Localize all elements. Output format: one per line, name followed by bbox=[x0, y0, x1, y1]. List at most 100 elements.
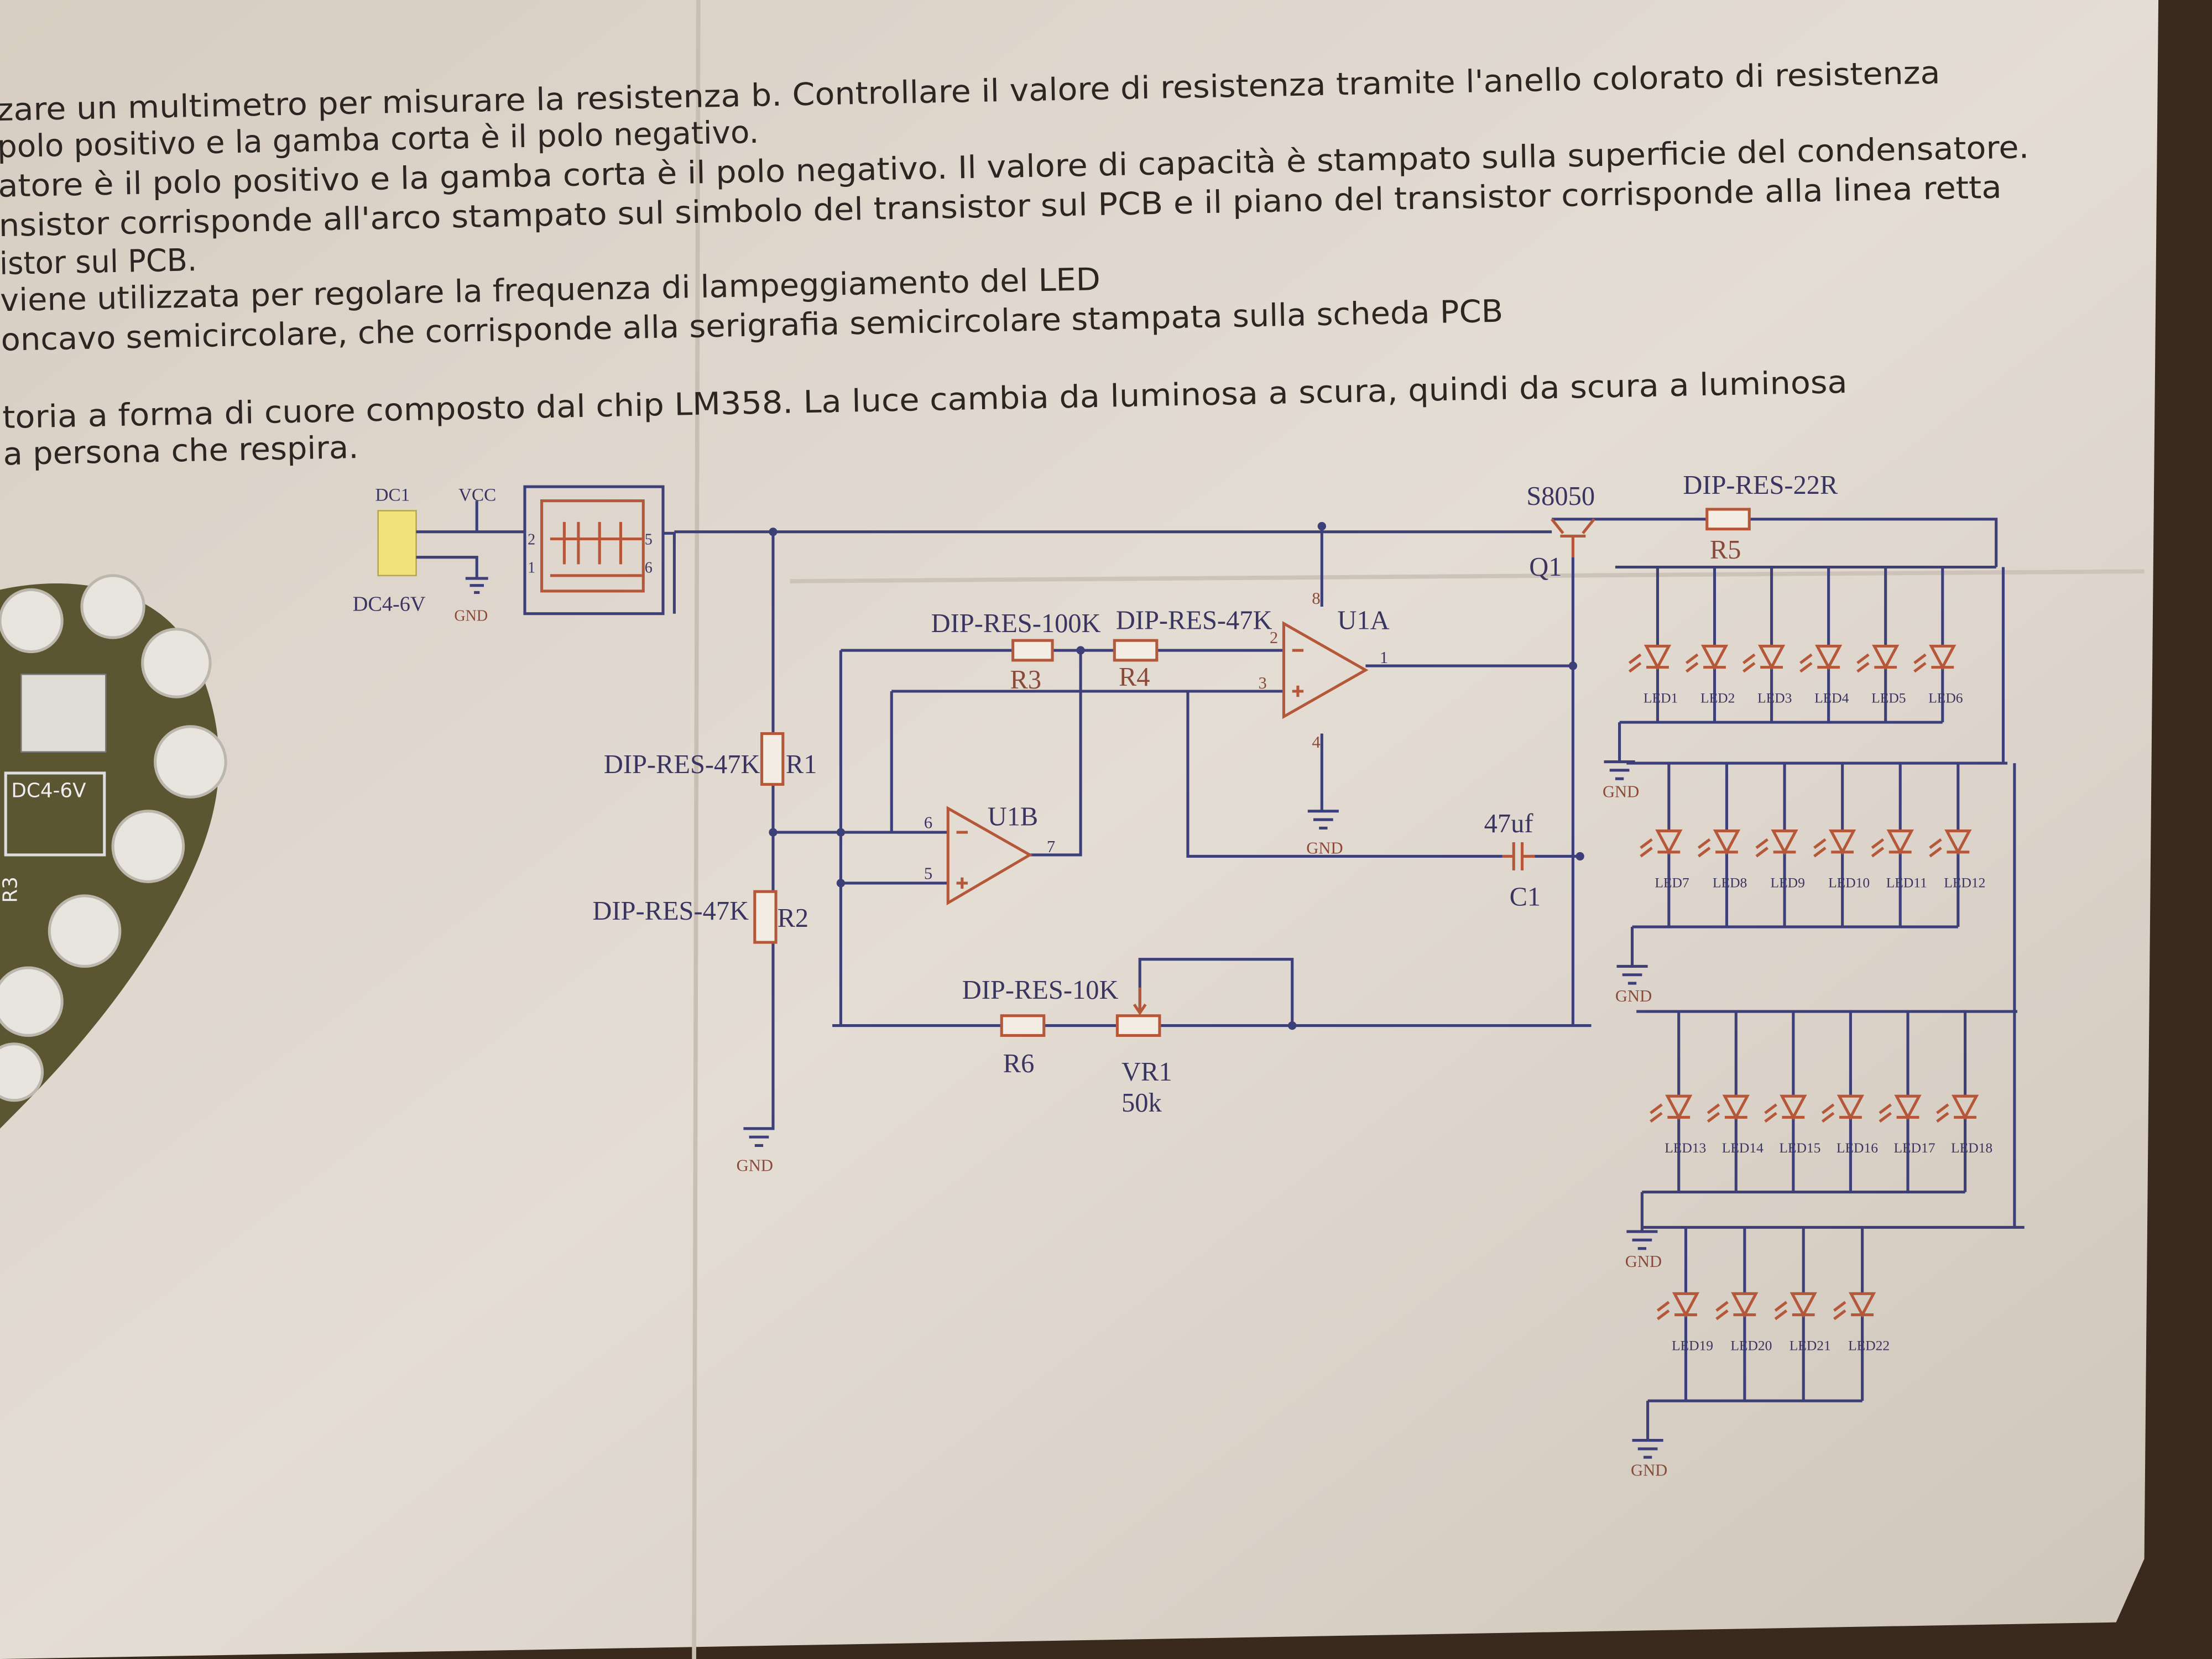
led-icon: LED9 bbox=[1755, 763, 1805, 927]
opamp-u1b-icon bbox=[946, 806, 1033, 906]
ground-icon bbox=[1632, 1439, 1663, 1459]
led-label: LED7 bbox=[1655, 875, 1689, 891]
led-label: LED15 bbox=[1779, 1140, 1820, 1156]
resistor-r3-icon bbox=[1011, 639, 1054, 662]
led-label: LED8 bbox=[1713, 875, 1747, 891]
led-icon: LED14 bbox=[1707, 1011, 1764, 1192]
fold-line-vertical bbox=[692, 0, 701, 1659]
pin-label: 6 bbox=[924, 813, 932, 832]
dc1-label: DC1 bbox=[375, 485, 410, 505]
pin-label: 1 bbox=[1380, 648, 1388, 667]
gnd-label: GND bbox=[454, 607, 488, 624]
pin-label: 7 bbox=[1047, 837, 1055, 856]
led-icon: LED4 bbox=[1799, 567, 1849, 723]
resistor-r5-icon bbox=[1705, 508, 1751, 531]
led-label: LED18 bbox=[1951, 1140, 1992, 1156]
led-icon: LED6 bbox=[1913, 567, 1963, 723]
led-icon: LED5 bbox=[1856, 567, 1906, 723]
transistor-q1-icon bbox=[1551, 518, 1595, 557]
gnd-label: GND bbox=[737, 1156, 773, 1175]
led-label: LED17 bbox=[1893, 1140, 1935, 1156]
gnd-label: GND bbox=[1306, 838, 1343, 857]
led-rail bbox=[1636, 1010, 2017, 1232]
led-icon: LED7 bbox=[1640, 763, 1689, 927]
gnd-label: GND bbox=[1615, 987, 1652, 1005]
led-label: LED16 bbox=[1837, 1140, 1878, 1156]
r4-label: R4 bbox=[1119, 662, 1150, 692]
pcb-silkscreen-label: DC4-6V bbox=[11, 779, 86, 802]
pin-label: 5 bbox=[645, 531, 653, 549]
led-label: LED12 bbox=[1944, 875, 1985, 891]
resistor-r4-icon bbox=[1113, 639, 1159, 662]
vr1-label: VR1 bbox=[1121, 1057, 1172, 1087]
led-icon: LED17 bbox=[1879, 1011, 1936, 1192]
led-label: LED10 bbox=[1828, 875, 1870, 891]
led-label: LED20 bbox=[1730, 1337, 1772, 1353]
led-icon: LED19 bbox=[1656, 1227, 1713, 1401]
r5-type-label: DIP-RES-22R bbox=[1683, 471, 1838, 500]
pin-label: 4 bbox=[1312, 733, 1320, 752]
led-label: LED5 bbox=[1871, 690, 1906, 706]
led-icon: LED20 bbox=[1715, 1227, 1772, 1401]
gnd-label: GND bbox=[1625, 1252, 1662, 1271]
led-label: LED9 bbox=[1771, 875, 1805, 891]
r1-label: R1 bbox=[786, 750, 817, 779]
q1-label: Q1 bbox=[1529, 552, 1562, 582]
led-label: LED6 bbox=[1928, 690, 1963, 706]
led-label: LED13 bbox=[1665, 1140, 1706, 1156]
r6-type-label: DIP-RES-10K bbox=[962, 975, 1119, 1005]
gnd-label: GND bbox=[1603, 782, 1639, 801]
led-icon: LED12 bbox=[1929, 763, 1985, 927]
c1-value-label: 47uf bbox=[1484, 809, 1534, 838]
u1a-label: U1A bbox=[1337, 606, 1389, 635]
led-label: LED22 bbox=[1848, 1337, 1890, 1353]
pin-label: 3 bbox=[1259, 674, 1267, 692]
r6-label: R6 bbox=[1003, 1049, 1035, 1078]
gnd-label: GND bbox=[1631, 1460, 1667, 1479]
r2-type-label: DIP-RES-47K bbox=[592, 896, 749, 926]
circuit-schematic: DC1 VCC DC4-6V GND 2 1 5 6 bbox=[353, 471, 2025, 1479]
pin-label: 2 bbox=[1270, 628, 1278, 647]
led-group: GND LED7 LED8 LED9 LED10 LED11 LED12 bbox=[1615, 761, 2008, 1005]
led-label: LED14 bbox=[1722, 1140, 1764, 1156]
led-rail bbox=[1615, 565, 1996, 762]
led-icon: LED10 bbox=[1813, 763, 1870, 927]
led-group: GND LED13 LED14 LED15 LED16 LED17 LED18 bbox=[1625, 1010, 2017, 1271]
led-icon: LED13 bbox=[1650, 1011, 1706, 1192]
vr1-value-label: 50k bbox=[1121, 1088, 1162, 1118]
pcb-led-icons bbox=[0, 574, 227, 1102]
potentiometer-vr1-icon bbox=[1115, 1014, 1161, 1037]
pcb-ref-label: R3 bbox=[0, 877, 22, 903]
u1b-label: U1B bbox=[988, 802, 1039, 831]
led-icon: LED18 bbox=[1936, 1011, 1992, 1192]
c1-label: C1 bbox=[1510, 883, 1541, 912]
resistor-r1-icon bbox=[760, 732, 785, 786]
led-rail bbox=[1626, 761, 2008, 967]
led-label: LED21 bbox=[1790, 1337, 1831, 1353]
led-label: LED3 bbox=[1757, 690, 1792, 706]
led-icon: LED11 bbox=[1871, 763, 1927, 927]
fold-line-horizontal bbox=[790, 569, 2145, 583]
instruction-line: a persona che respira. bbox=[3, 430, 359, 472]
led-rail bbox=[1643, 1225, 2025, 1441]
resistor-r6-icon bbox=[1000, 1014, 1046, 1037]
instruction-line: istor sul PCB. bbox=[0, 242, 197, 282]
pin-label: 6 bbox=[645, 560, 653, 577]
heart-pcb-image: DC4-6V R3 bbox=[0, 574, 227, 1129]
r1-type-label: DIP-RES-47K bbox=[604, 750, 760, 779]
r3-type-label: DIP-RES-100K bbox=[931, 609, 1101, 638]
power-switch-icon bbox=[523, 485, 665, 615]
capacitor-c1-icon bbox=[1502, 842, 1535, 870]
pin-label: 2 bbox=[528, 531, 535, 549]
led-icon: LED2 bbox=[1685, 567, 1735, 723]
ground-icon bbox=[1616, 964, 1648, 985]
led-icon: LED16 bbox=[1821, 1011, 1878, 1192]
q1-type-label: S8050 bbox=[1526, 482, 1595, 511]
led-icon: LED1 bbox=[1628, 567, 1678, 723]
led-icon: LED8 bbox=[1697, 763, 1747, 927]
opamp-u1a-icon bbox=[1282, 621, 1369, 719]
led-label: LED11 bbox=[1886, 875, 1927, 891]
